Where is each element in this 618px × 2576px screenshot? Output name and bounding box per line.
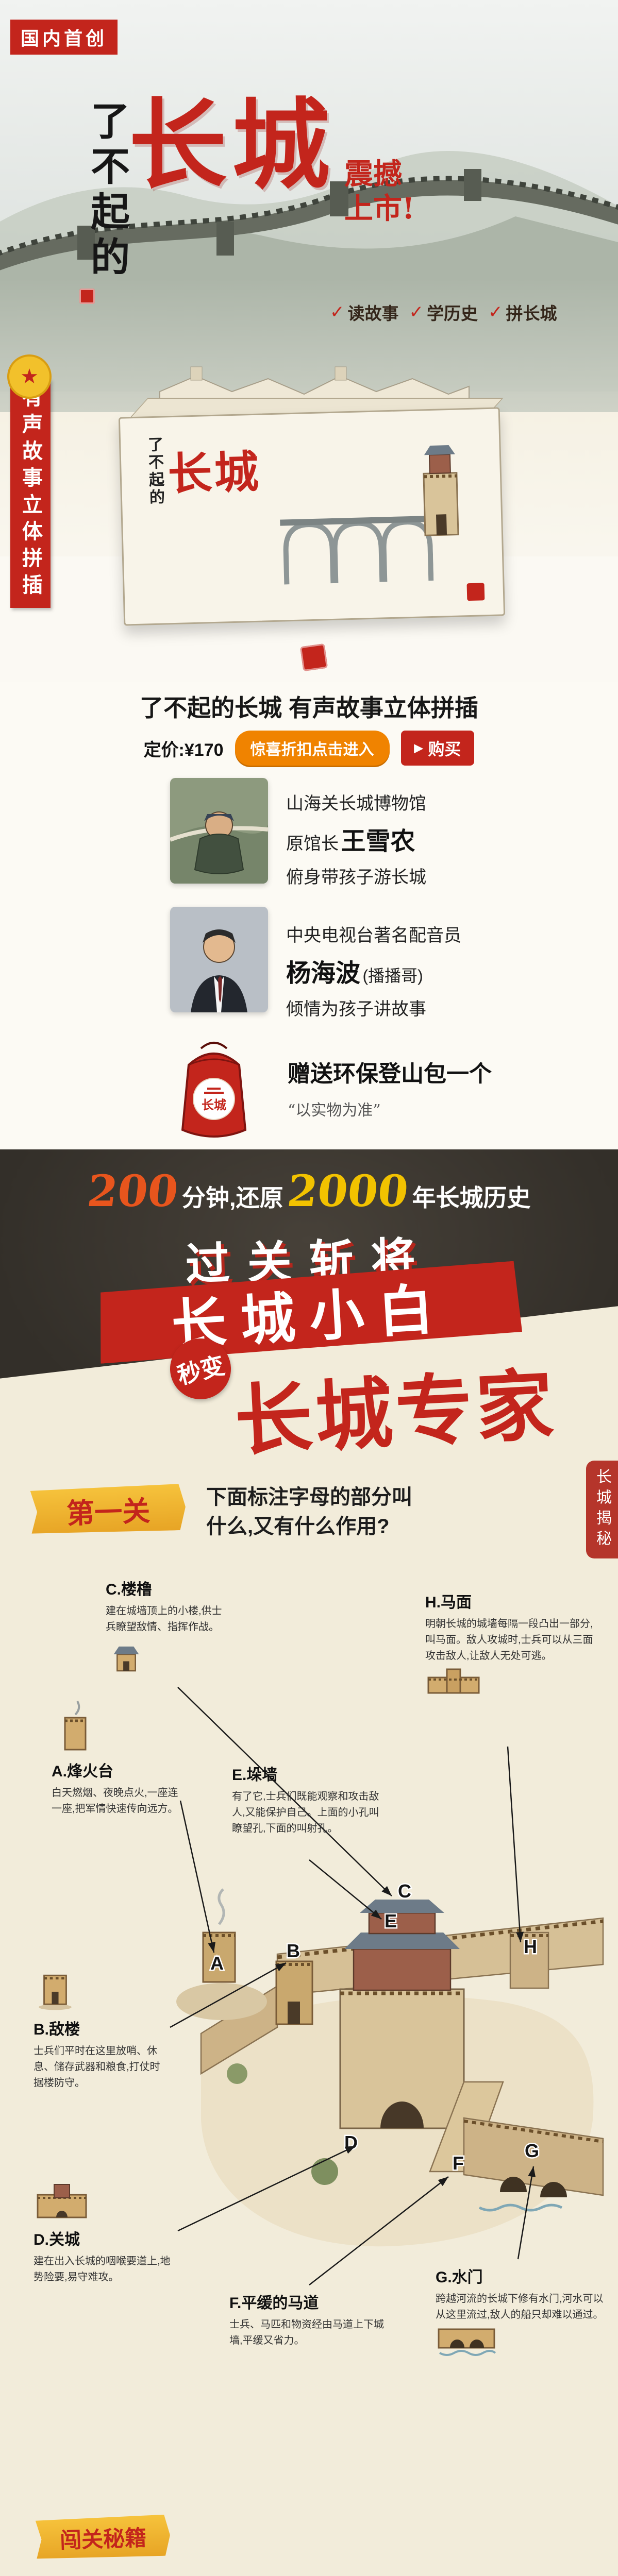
diagram-letter-e: E (385, 1910, 397, 1931)
title-prefix: 了不起的 (84, 100, 130, 282)
announcer-photo (170, 907, 268, 1012)
wall-bump-icon (427, 1668, 480, 1694)
diagram-letter-f: F (453, 2153, 464, 2174)
accordion-book-illustration (49, 2568, 240, 2576)
price-label: 定价:¥170 (143, 740, 224, 760)
gift-text: 赠送环保登山包一个 “以实物为准” (288, 1055, 492, 1120)
curator-org: 山海关长城博物馆 (286, 794, 426, 814)
part-label-guancheng: D.关城 建在出入长城的咽喉要道上,地势险要,易守难攻。 (34, 2179, 173, 2285)
level1-question: 下面标注字母的部分叫 什么,又有什么作用? (206, 1486, 412, 1538)
check-icon: ✓ (409, 302, 424, 322)
wall-secrets-tab-1: 长城揭秘 (586, 1461, 618, 1558)
tag-read-story: ✓读故事 (330, 302, 399, 323)
years-number: 2000 (285, 1165, 411, 1216)
announcer-portrait-art (170, 907, 268, 1012)
part-label-dilou: B.敌楼 士兵们平时在这里放哨、休息、储存武器和粮食,打仗时据楼防守。 (34, 1963, 168, 2091)
first-in-china-badge: 国内首创 (10, 20, 118, 55)
curator-name-line: 原馆长 王雪农 (286, 828, 415, 855)
buy-button[interactable]: ▶ 购买 (400, 731, 475, 766)
curator-endorsement: 山海关长城博物馆 原馆长 王雪农 俯身带孩子游长城 (286, 789, 426, 894)
play-triangle-icon: ▶ (414, 741, 423, 754)
diagram-letter-d: D (344, 2132, 358, 2153)
diagram-letter-a: A (210, 1953, 224, 1974)
announcer-name-line: 杨海波 (播播哥) (286, 960, 423, 987)
part-label-fenghuotai: A.烽火台 白天燃烟、夜晚点火,一座连一座,把军情快速传向远方。 (52, 1700, 180, 1817)
pavilion-icon (113, 1646, 139, 1672)
page-title: 长城 (129, 88, 336, 202)
discount-button[interactable]: 惊喜折扣点击进入 (235, 731, 390, 766)
star-badge: ★ (7, 354, 52, 399)
gift-disclaimer: “以实物为准” (288, 1101, 381, 1120)
check-icon: ✓ (330, 302, 345, 322)
product-name: 了不起的长城 有声故事立体拼插 (140, 694, 478, 721)
announcer-org: 中央电视台著名配音员 (286, 926, 461, 945)
fortress-diagram-illustration: A B C D E F G H (176, 1879, 604, 2247)
tag-learn-history: ✓学历史 (409, 302, 478, 323)
box-title-large: 长城 (167, 446, 262, 501)
red-seal-icon (79, 289, 95, 304)
box-title-small: 了不起的 (144, 436, 165, 507)
beacon-icon (64, 1701, 87, 1751)
svg-text:长城: 长城 (202, 1098, 226, 1112)
diagram-letter-h: H (524, 1936, 537, 1957)
part-label-madao: F.平缓的马道 士兵、马匹和物资经由马道上下城墙,平缓又省力。 (229, 2295, 384, 2346)
announcer-action: 倾情为孩子讲故事 (286, 999, 426, 1019)
tower-icon (39, 1974, 72, 2010)
water-gate-icon (438, 2328, 496, 2356)
level1-ribbon: 第一关 (30, 1484, 187, 1535)
part-label-mamian: H.马面 明朝长城的城墙每隔一段凸出一部分,叫马面。敌人攻城时,士兵可以从三面攻… (425, 1589, 595, 1701)
promo-headline: 200 分钟,还原 2000 年长城历史 (85, 1165, 531, 1216)
audio-popup-ribbon: 有声故事立体拼插 (10, 379, 51, 608)
tower-art (423, 445, 459, 536)
cheat-ribbon: 闯关秘籍 (36, 2514, 171, 2560)
wall-arches-art (280, 515, 434, 585)
part-label-shuimen: G.水门 跨越河流的长城下修有水门,河水可以从这里流过,敌人的船只却难以通过。 (436, 2264, 606, 2363)
diagram-letter-c: C (398, 1880, 411, 1902)
announcer-endorsement: 中央电视台著名配音员 杨海波 (播播哥) 倾情为孩子讲故事 (286, 921, 461, 1026)
part-label-loulu: C.楼橹 建在城墙顶上的小楼,供士兵瞭望敌情、指挥作战。 (106, 1577, 229, 1681)
gift-bag-illustration: 长城 (181, 1042, 247, 1138)
minutes-number: 200 (85, 1165, 181, 1216)
red-stamp-icon (299, 643, 328, 672)
launch-announcement: 震撼上市! (344, 157, 415, 226)
diagram-letter-g: G (525, 2140, 539, 2161)
expert-slogan: 长城专家 (232, 1359, 559, 1467)
fortress-icon (37, 2184, 87, 2218)
tag-build-wall: ✓拼长城 (488, 302, 557, 323)
gift-title: 赠送环保登山包一个 (288, 1061, 492, 1087)
price-row: 定价:¥170 惊喜折扣点击进入 ▶ 购买 (0, 731, 618, 766)
curator-photo (170, 778, 268, 884)
feature-tags: ✓读故事 ✓学历史 ✓拼长城 (330, 300, 557, 325)
check-icon: ✓ (488, 302, 503, 322)
part-label-duoqiang: E.垛墙 有了它,士兵们既能观察和攻击敌人,又能保护自己。上面的小孔叫瞭望孔,下… (232, 1767, 379, 1834)
box-seal-icon (466, 583, 485, 601)
diagram-letter-b: B (287, 1940, 300, 1961)
curator-portrait-art (170, 778, 268, 884)
curator-action: 俯身带孩子游长城 (286, 868, 426, 887)
product-box: 了不起的 长城 (118, 407, 506, 626)
